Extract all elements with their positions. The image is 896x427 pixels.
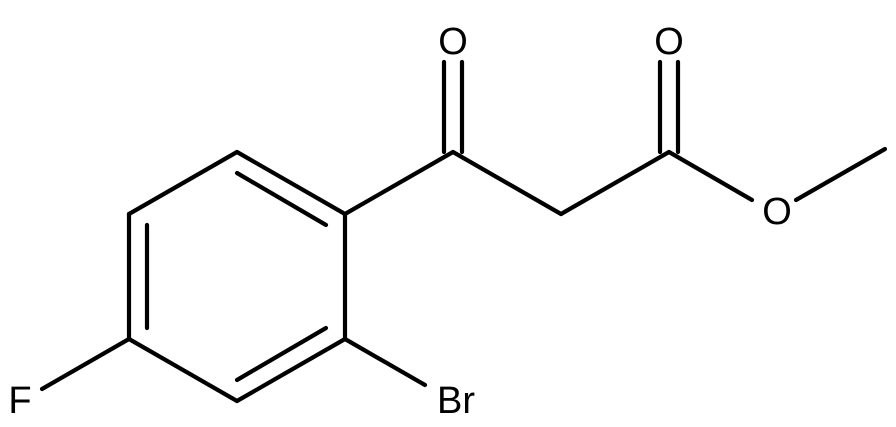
bond-oxygen-methyl [793,146,888,203]
atom-label-ester-carbonyl-oxygen: O [654,21,684,63]
atom-label-bromine: Br [437,380,475,422]
atom-label-fluorine: F [8,380,31,422]
bond-ring-bromine [342,336,428,388]
bond-ring-ketone-carbon [342,149,456,217]
ring-bond-c5-c6 [234,336,348,404]
bond-ester-carbon-oxygen [666,149,755,203]
bond-ring-fluorine [39,336,132,392]
ring-bond-c1-c2-inner [234,170,329,228]
bond-ketone-ch2 [450,149,564,217]
benzene-ring [126,149,348,404]
ring-bond-c2-c3 [126,149,240,217]
ring-bond-c1-c2 [234,149,348,217]
ring-bond-c4-c5 [126,336,240,404]
ring-bond-c5-c6-inner [234,325,329,383]
bond-ch2-ester-carbon [558,149,672,217]
atom-label-ester-oxygen: O [762,191,792,233]
atom-label-carbonyl-oxygen: O [438,21,468,63]
